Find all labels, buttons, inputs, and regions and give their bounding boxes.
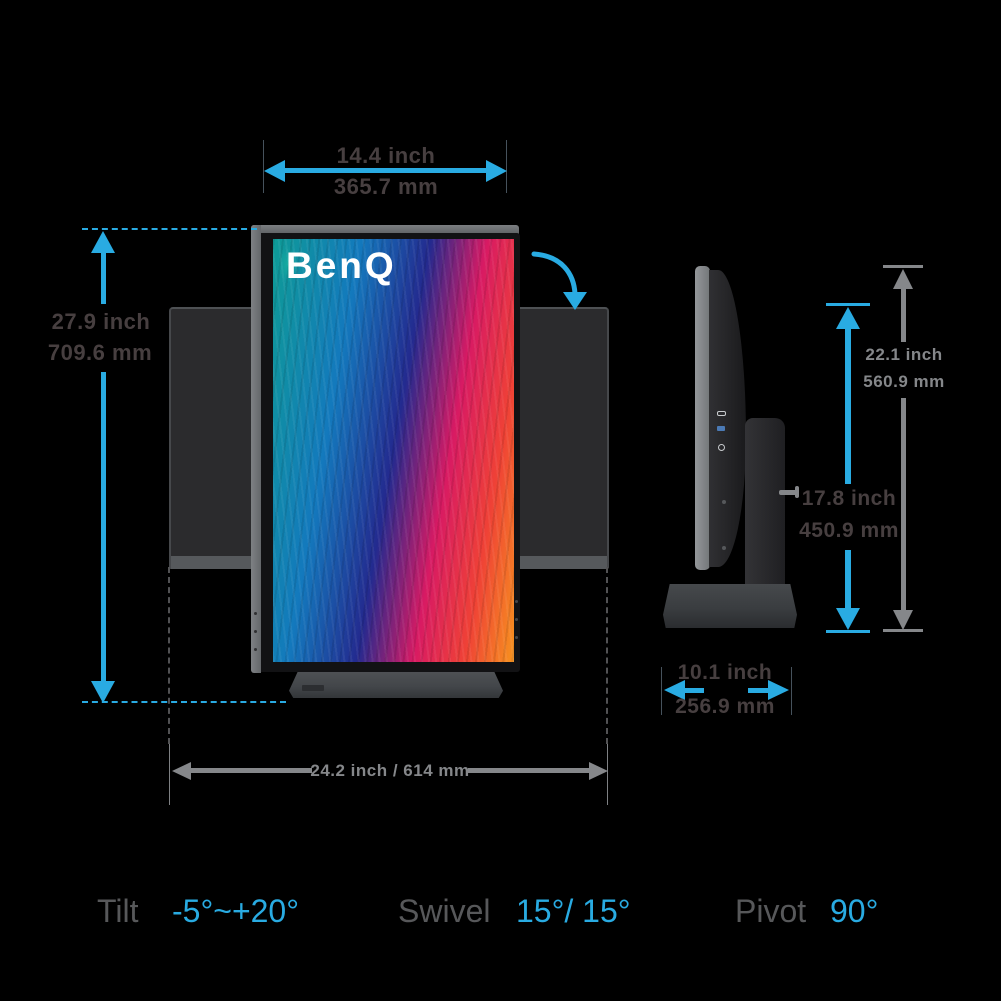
dim-top-width-inch: 14.4 inch — [336, 143, 436, 168]
arrowhead-down — [91, 681, 115, 703]
dimension-arrow-shaft — [748, 688, 769, 693]
edge-port-dot — [254, 648, 257, 651]
dim-stand-height-mm: 450.9 mm — [799, 519, 899, 542]
dimension-arrow-shaft — [845, 327, 851, 484]
screw-dot — [722, 546, 726, 550]
dim-left-height-mm: 709.6 mm — [47, 340, 153, 365]
arrowhead-up — [893, 269, 913, 289]
tilt-label: Tilt — [97, 893, 139, 929]
portrait-monitor-left-edge — [251, 225, 261, 673]
extension-line — [263, 140, 264, 193]
side-view-front-edge — [695, 266, 710, 570]
benq-logo: BenQ — [286, 245, 397, 286]
dashed-guide-line-bottom — [82, 701, 286, 703]
screw-dot — [722, 500, 726, 504]
dimension-arrow-shaft — [468, 768, 590, 773]
dimension-cap-line — [883, 265, 923, 268]
arrowhead-right — [486, 160, 507, 182]
dashed-extension-line — [168, 567, 170, 744]
arrowhead-up — [91, 231, 115, 253]
side-view-stand-base — [663, 584, 797, 628]
dimension-arrow-shaft — [284, 168, 487, 173]
hdmi-port-icon — [717, 426, 725, 431]
dim-bottom-width: 24.2 inch / 614 mm — [310, 761, 470, 780]
monitor-screen-artwork: BenQ — [273, 239, 514, 662]
dimension-arrow-shaft — [901, 398, 906, 612]
landscape-monitor-right-wing — [520, 307, 609, 569]
usb-c-port-icon — [717, 411, 726, 416]
cable-hook-tip — [795, 486, 799, 498]
tilt-value: -5°~+20° — [172, 893, 300, 929]
dim-stand-height-inch: 17.8 inch — [801, 487, 897, 510]
cable-hook — [779, 490, 799, 495]
dim-left-height-inch: 27.9 inch — [51, 309, 151, 334]
arrowhead-up — [836, 307, 860, 329]
pivot-value: 90° — [830, 893, 879, 929]
dimension-arrow-shaft — [101, 372, 106, 682]
arrowhead-right — [768, 680, 789, 700]
arrowhead-down — [836, 608, 860, 630]
arrowhead-left — [264, 160, 285, 182]
dim-base-depth-mm: 256.9 mm — [675, 695, 775, 718]
dimension-arrow-shaft — [845, 550, 851, 610]
swivel-label: Swivel — [398, 893, 491, 929]
bezel-button-dot — [515, 636, 518, 639]
edge-port-dot — [254, 612, 257, 615]
dimension-arrow-shaft — [901, 287, 906, 342]
dim-total-height-mm: 560.9 mm — [863, 372, 945, 391]
dim-top-width-mm: 365.7 mm — [333, 174, 439, 199]
bezel-button-dot — [515, 600, 518, 603]
dimension-cap-line — [883, 629, 923, 632]
landscape-monitor-left-wing — [169, 307, 254, 569]
pivot-label: Pivot — [735, 893, 807, 929]
swivel-value: 15°/ 15° — [516, 893, 631, 929]
extension-line — [169, 744, 170, 805]
dimension-arrow-shaft — [101, 251, 106, 304]
extension-line — [661, 667, 662, 715]
portrait-monitor-top-edge — [251, 225, 519, 234]
arrowhead-left — [664, 680, 685, 700]
base-label-plate — [302, 685, 324, 691]
dimension-arrow-shaft — [190, 768, 312, 773]
audio-jack-icon — [718, 444, 725, 451]
bezel-button-dot — [515, 618, 518, 621]
side-view-panel-body — [709, 270, 746, 567]
extension-line — [791, 667, 792, 715]
front-stand-base — [289, 672, 503, 698]
pivot-rotation-arrow-icon — [531, 251, 587, 310]
arrowhead-left — [172, 762, 191, 780]
dimension-cap-line — [826, 630, 870, 633]
edge-port-dot — [254, 630, 257, 633]
landscape-monitor-right-bottom-strip — [520, 556, 607, 569]
dimension-arrow-shaft — [684, 688, 704, 693]
dim-total-height-inch: 22.1 inch — [865, 345, 943, 364]
side-view-stand-arm — [745, 418, 785, 590]
dim-base-depth-inch: 10.1 inch — [677, 661, 773, 684]
dashed-extension-line — [606, 567, 608, 744]
landscape-monitor-left-bottom-strip — [171, 556, 254, 569]
dashed-guide-line-top — [82, 228, 257, 230]
arrowhead-down — [893, 610, 913, 630]
arrowhead-right — [589, 762, 608, 780]
dimension-cap-line — [826, 303, 870, 306]
